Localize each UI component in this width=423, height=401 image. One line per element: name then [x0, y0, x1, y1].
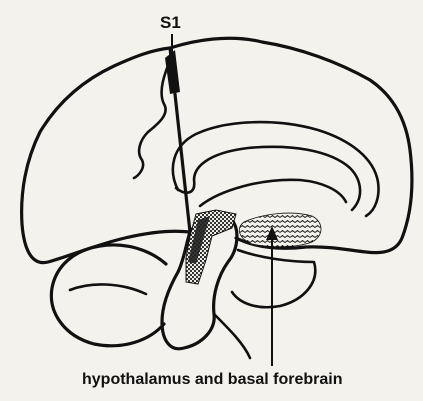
cerebellum-outline [51, 245, 166, 346]
s1-label: S1 [160, 14, 181, 31]
fornix-line [200, 180, 346, 206]
cerebellum-fold [70, 284, 146, 294]
hypothalamus-region [239, 213, 321, 247]
corpus-callosum-inner [176, 147, 360, 210]
pons-line [214, 314, 250, 358]
central-sulcus [134, 56, 172, 178]
hypothalamus-label: hypothalamus and basal forebrain [82, 372, 343, 388]
midbrain-line [232, 250, 315, 307]
